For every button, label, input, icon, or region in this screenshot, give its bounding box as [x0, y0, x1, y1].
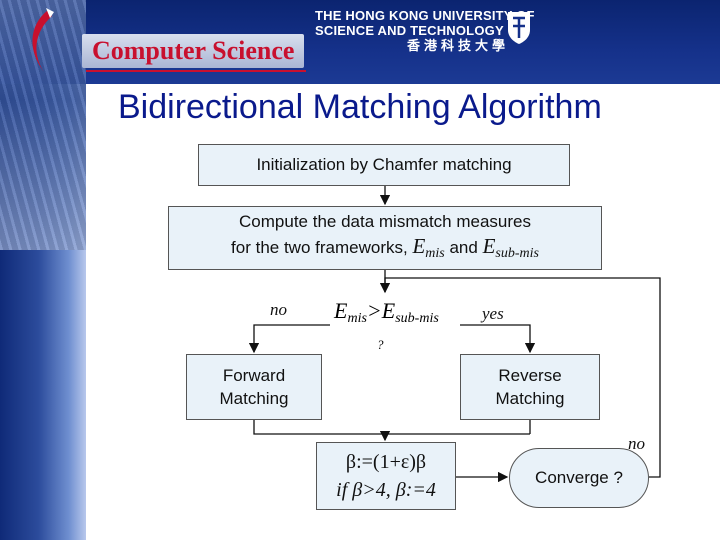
e-mis-symbol: Emis: [412, 234, 445, 261]
department-name: Computer Science: [82, 34, 305, 68]
arrow-decision-yes-to-reverse: [460, 324, 536, 354]
arrow-decision-no-to-forward: [248, 324, 330, 354]
reverse-line-1: Reverse: [498, 366, 562, 385]
department-underline: [86, 70, 306, 72]
arrow-converge-no-loop: [379, 277, 661, 478]
e-sub-sub: sub-mis: [495, 246, 539, 261]
compute-step-line-2: for the two frameworks, Emis and Esub-mi…: [231, 234, 539, 266]
arrow-forward-to-update: [253, 420, 391, 442]
decision-lhs: E: [334, 298, 348, 323]
beta-update-line-1: β:=(1+ε)β: [345, 451, 427, 473]
e-mis-sub: mis: [425, 246, 445, 261]
reverse-matching-step: Reverse Matching: [460, 354, 600, 420]
init-step-label: Initialization by Chamfer matching: [256, 155, 512, 174]
converge-no-label: no: [628, 434, 645, 453]
university-line-1: THE HONG KONG UNIVERSITY OF: [315, 8, 535, 23]
university-logo-icon: [32, 8, 54, 72]
decision-rhs-sub: sub-mis: [395, 311, 439, 326]
and-word: and: [449, 238, 478, 257]
beta-update-line-2: if β>4, β:=4: [336, 479, 436, 501]
campus-photo: [0, 0, 86, 250]
university-name: THE HONG KONG UNIVERSITY OF SCIENCE AND …: [315, 8, 535, 53]
compute-prefix: for the two frameworks,: [231, 238, 408, 257]
decision-lhs-sub: mis: [347, 311, 367, 326]
forward-matching-step: Forward Matching: [186, 354, 322, 420]
decision-rhs: E: [381, 298, 396, 323]
init-step: Initialization by Chamfer matching: [198, 144, 570, 186]
reverse-line-2: Matching: [495, 389, 565, 408]
converge-label: Converge ?: [535, 468, 623, 487]
e-sub-base: E: [482, 234, 496, 258]
branch-no-label: no: [270, 300, 287, 319]
branch-yes-label: yes: [482, 304, 504, 323]
compute-step: Compute the data mismatch measures for t…: [168, 206, 602, 270]
e-sub-mis-symbol: Esub-mis: [482, 234, 539, 261]
decision-op: >: [366, 298, 382, 323]
forward-line-1: Forward: [222, 366, 286, 385]
university-line-2: SCIENCE AND TECHNOLOGY: [315, 23, 504, 38]
decision-condition: Emis>Esub-mis: [334, 298, 439, 327]
beta-update-step: β:=(1+ε)β if β>4, β:=4: [316, 442, 456, 510]
converge-check: Converge ?: [509, 448, 649, 508]
e-mis-base: E: [412, 234, 426, 258]
compute-step-line-1: Compute the data mismatch measures: [239, 212, 531, 231]
slide-title: Bidirectional Matching Algorithm: [118, 88, 602, 126]
decision-question-mark: ?: [377, 337, 384, 352]
university-chinese: 香港科技大學: [407, 38, 510, 53]
university-crest-icon: [508, 12, 530, 44]
forward-line-2: Matching: [219, 389, 289, 408]
